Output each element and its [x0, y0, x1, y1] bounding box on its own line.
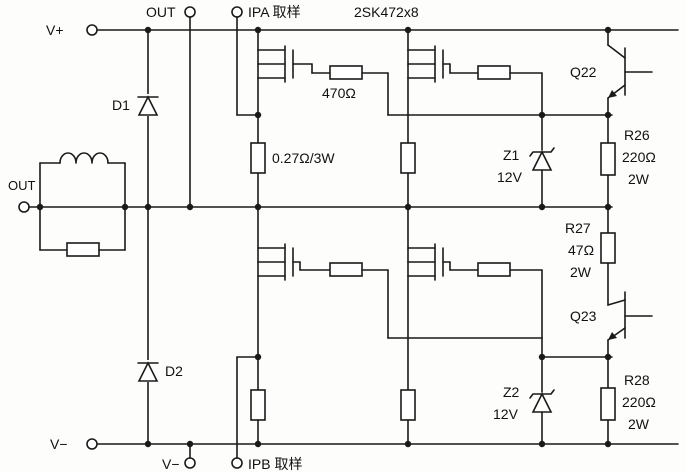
r26-body: [600, 142, 616, 176]
r28-body: [600, 387, 616, 421]
out-top-tap: [184, 6, 196, 211]
r26-name-label: R26: [624, 127, 650, 143]
ipb-label: IPB 取样: [248, 456, 302, 472]
out-left-label: OUT: [8, 178, 36, 193]
out-left-terminal[interactable]: [18, 201, 30, 213]
gate-resistor-4: [477, 262, 511, 277]
r27-resistor: [600, 206, 616, 306]
r26-power-label: 2W: [628, 171, 650, 187]
gate-resistor-3: [329, 262, 363, 277]
v-plus-rail: [86, 24, 679, 36]
gate-resistor-1: [329, 65, 363, 80]
z2-value-label: 12V: [493, 406, 519, 422]
lower-gate-bus: [387, 337, 613, 361]
upper-gate-bus: [387, 111, 613, 119]
source-resistor-3: [250, 389, 266, 421]
v-minus-rail: [86, 438, 679, 450]
r27-name-label: R27: [565, 220, 591, 236]
d1-diode: [137, 94, 159, 116]
z1-value-label: 12V: [497, 169, 523, 185]
r27-value-label: 47Ω: [568, 242, 594, 258]
r27-power-label: 2W: [570, 264, 592, 280]
source-resistor-1: [250, 142, 266, 174]
v-minus-bottom-terminal[interactable]: [184, 457, 196, 469]
z1-name-label: Z1: [503, 147, 520, 163]
mosfet-lower-1: [250, 206, 389, 448]
d2-label: D2: [165, 363, 183, 379]
d2-diode: [137, 360, 159, 382]
ipa-label: IPA 取样: [248, 4, 301, 20]
ipb-terminal[interactable]: [231, 457, 243, 469]
r26-value-label: 220Ω: [622, 149, 656, 165]
source-resistor-4: [400, 389, 416, 421]
output-load-network: [18, 152, 129, 257]
v-minus-bottom-label: V−: [162, 456, 180, 472]
out-top-terminal[interactable]: [184, 6, 196, 18]
r27-body: [600, 232, 616, 264]
source-resistor-label: 0.27Ω/3W: [272, 150, 335, 166]
v-plus-label: V+: [46, 22, 64, 38]
r28-power-label: 2W: [628, 416, 650, 432]
z2-zener: [529, 356, 555, 448]
v-minus-left-label: V−: [50, 436, 68, 452]
out-top-label: OUT: [146, 4, 176, 20]
z1-zener: [529, 114, 555, 211]
mosfet-part-label: 2SK472x8: [354, 4, 419, 20]
z2-name-label: Z2: [503, 384, 520, 400]
r28-name-label: R28: [624, 372, 650, 388]
ipa-sense-tap: [231, 6, 262, 119]
source-resistor-2: [400, 142, 416, 174]
q23-label: Q23: [570, 308, 597, 324]
q23-transistor: [607, 291, 653, 358]
r28-value-label: 220Ω: [622, 394, 656, 410]
inductor-coil: [59, 152, 109, 164]
diode-column: [137, 26, 159, 448]
mosfet-lower-2: [400, 206, 543, 448]
load-resistor: [66, 242, 100, 257]
mosfet-upper-1: [250, 26, 389, 211]
gate-resistor-label: 470Ω: [322, 85, 356, 101]
v-minus-terminal[interactable]: [86, 438, 98, 450]
ipa-terminal[interactable]: [231, 6, 243, 18]
d1-label: D1: [112, 97, 130, 113]
ipb-sense-tap: [231, 353, 262, 469]
v-minus-bottom-tap: [184, 440, 196, 469]
gate-resistor-2: [477, 65, 511, 80]
q22-label: Q22: [570, 64, 597, 80]
mosfet-upper-2: [400, 26, 543, 211]
v-plus-terminal[interactable]: [86, 24, 98, 36]
r26-resistor: [600, 114, 616, 211]
q22-transistor: [604, 26, 653, 116]
r28-resistor: [600, 356, 616, 448]
